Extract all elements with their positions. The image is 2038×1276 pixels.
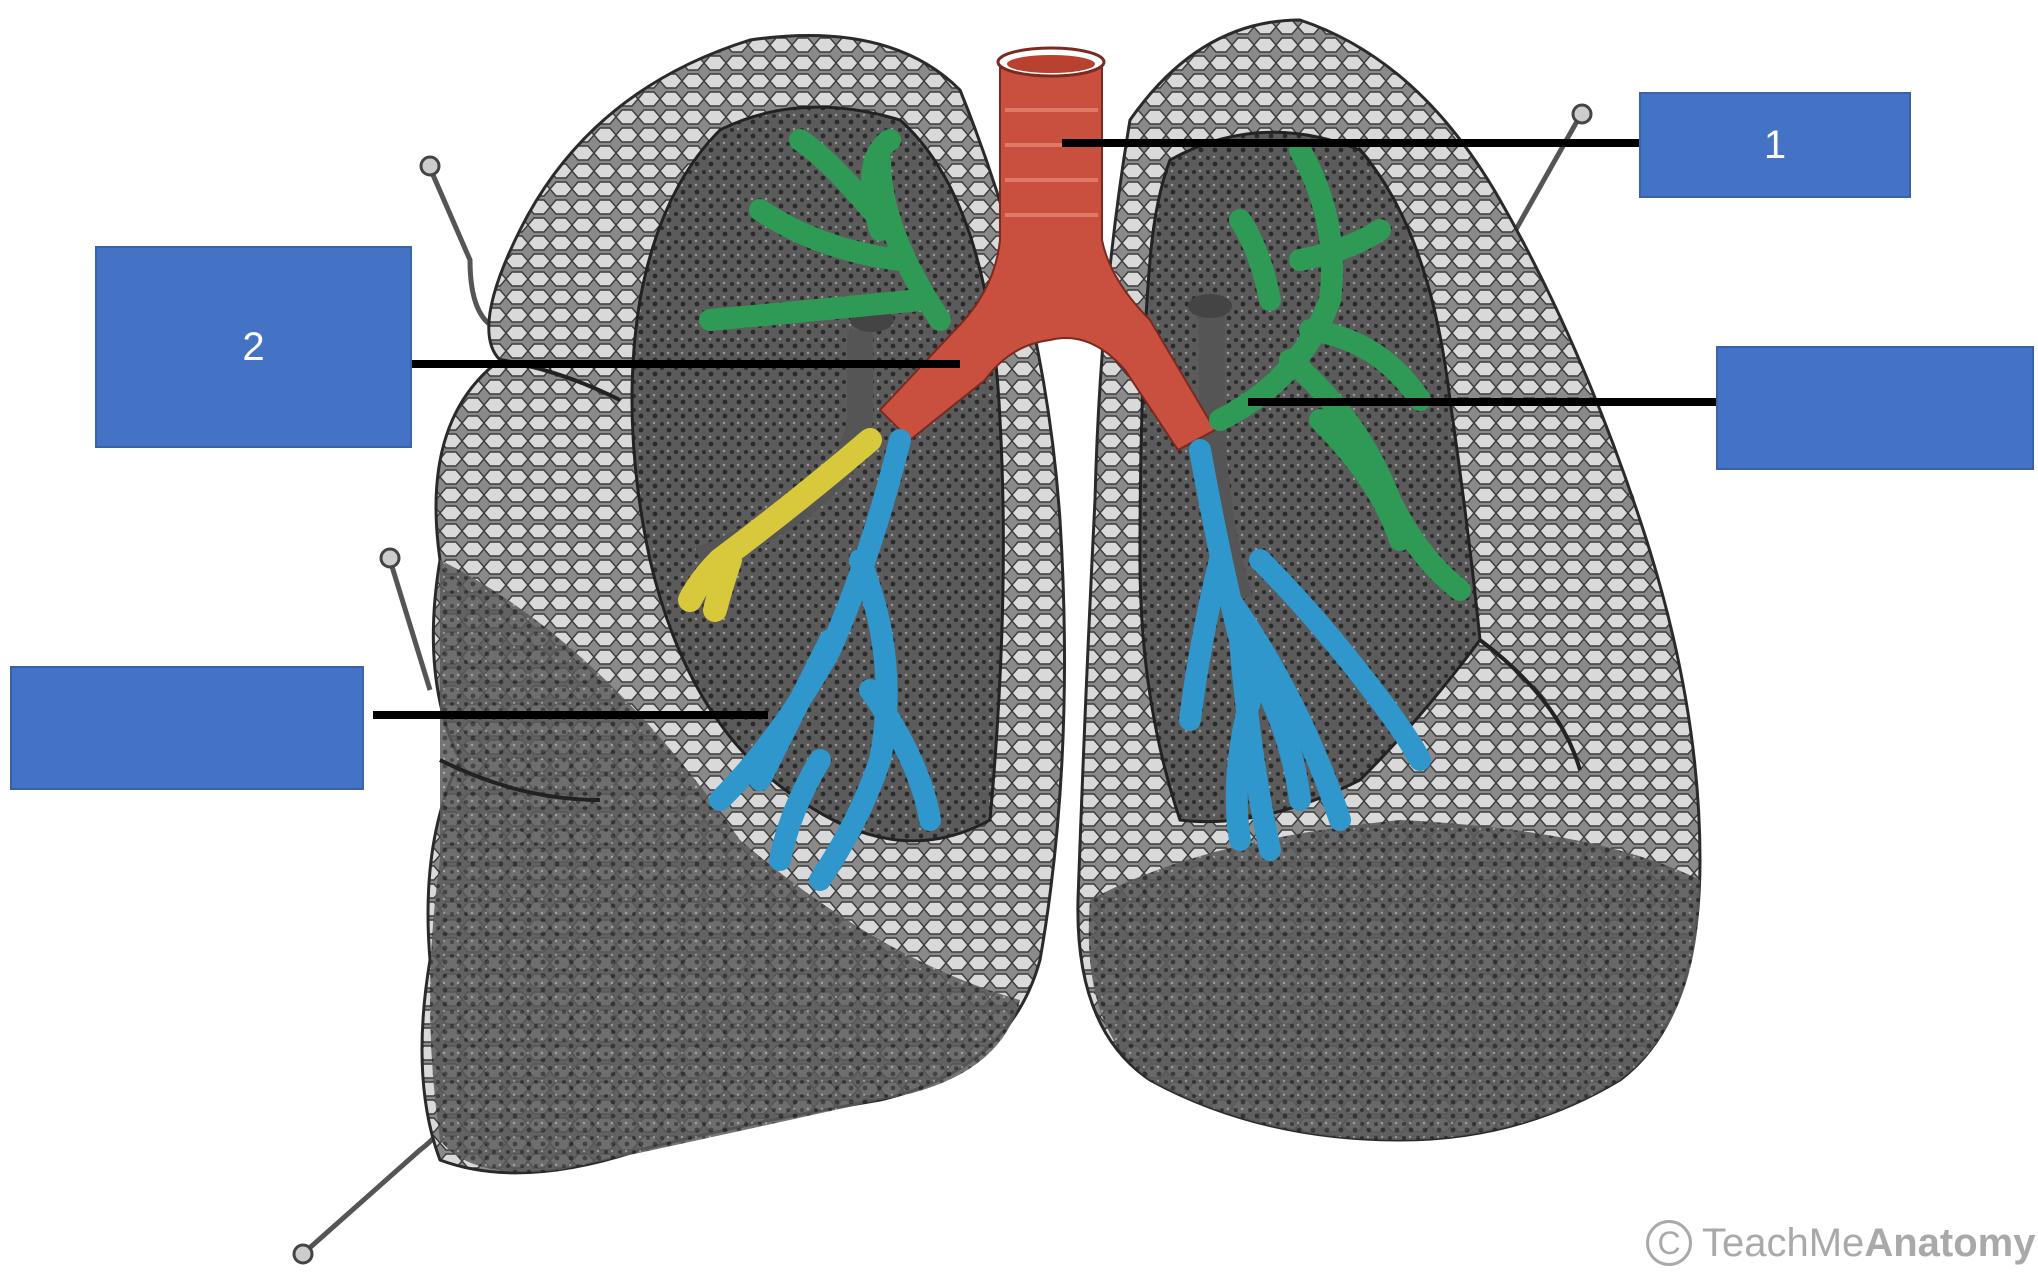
pin-lower-left <box>294 1115 450 1263</box>
label-box-4[interactable] <box>10 666 364 790</box>
label-1-text: 1 <box>1764 123 1786 168</box>
leader-line-3 <box>1248 398 1716 406</box>
label-2-text: 2 <box>242 325 264 370</box>
leader-line-4 <box>373 711 768 719</box>
copyright-c-icon: C <box>1646 1220 1692 1266</box>
label-box-1[interactable]: 1 <box>1639 92 1911 198</box>
watermark-text-bold: Anatomy <box>1864 1221 2035 1266</box>
watermark-text-light: TeachMe <box>1702 1221 1864 1266</box>
label-box-3[interactable] <box>1716 346 2034 470</box>
pin-middle-left <box>381 549 430 690</box>
leader-line-2 <box>412 360 960 368</box>
pin-upper-left <box>421 157 500 330</box>
leader-line-1 <box>1062 139 1639 147</box>
label-box-2[interactable]: 2 <box>95 246 412 448</box>
